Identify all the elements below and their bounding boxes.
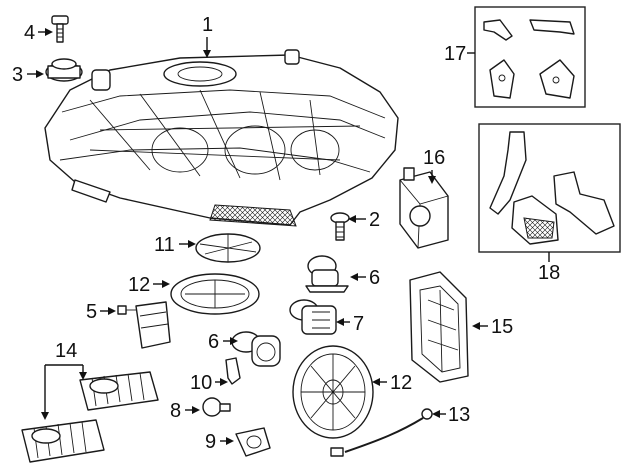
module-part-5 bbox=[117, 301, 171, 349]
arrowhead-4 bbox=[45, 28, 53, 36]
brackets-part-17 bbox=[483, 19, 575, 99]
arrowhead-7 bbox=[336, 318, 344, 326]
seal-part-10 bbox=[225, 357, 241, 385]
callout-12-upper: 12 bbox=[128, 274, 150, 296]
callout-12-lower: 12 bbox=[390, 372, 412, 394]
callout-4: 4 bbox=[24, 22, 35, 44]
arrowhead-5 bbox=[108, 307, 116, 315]
arrowhead-6-lower bbox=[230, 337, 238, 345]
callout-7: 7 bbox=[353, 313, 364, 335]
bolt-part-4 bbox=[51, 15, 69, 43]
arrowhead-6-upper bbox=[350, 273, 358, 281]
arrowhead-3 bbox=[36, 70, 44, 78]
arrowhead-8 bbox=[192, 406, 200, 414]
headlamp-assembly bbox=[44, 49, 399, 227]
callout-11: 11 bbox=[154, 234, 175, 256]
housing-part-15 bbox=[409, 271, 469, 383]
callout-16: 16 bbox=[423, 147, 445, 169]
arrowhead-12-lower bbox=[372, 378, 380, 386]
arrowhead-16 bbox=[428, 176, 436, 184]
arrowhead-12-upper bbox=[162, 280, 170, 288]
cover-part-12-upper bbox=[170, 273, 260, 315]
arrowhead-9 bbox=[226, 437, 234, 445]
callout-6-lower: 6 bbox=[208, 331, 219, 353]
arrowhead-15 bbox=[472, 322, 480, 330]
brackets-part-18 bbox=[489, 131, 615, 245]
control-module-part-16 bbox=[399, 167, 449, 249]
adjuster-part-3 bbox=[45, 58, 83, 82]
arrowhead-14-left bbox=[41, 412, 49, 420]
callout-10: 10 bbox=[190, 372, 212, 394]
callout-18: 18 bbox=[538, 262, 560, 284]
socket-part-7 bbox=[289, 299, 337, 335]
callout-1: 1 bbox=[202, 14, 213, 36]
arrowhead-13 bbox=[432, 410, 440, 418]
callout-17: 17 bbox=[444, 43, 466, 65]
callout-3: 3 bbox=[12, 64, 23, 86]
bulb-part-6-lower bbox=[231, 331, 281, 367]
callout-2: 2 bbox=[369, 209, 380, 231]
callout-15: 15 bbox=[491, 316, 513, 338]
callout-6-upper: 6 bbox=[369, 267, 380, 289]
bulb-part-8 bbox=[202, 397, 231, 417]
arrowhead-1 bbox=[203, 50, 211, 58]
bulb-part-6-upper bbox=[305, 255, 349, 293]
led-modules-part-14 bbox=[21, 371, 159, 463]
arrowhead-14-right bbox=[79, 372, 87, 380]
callout-8: 8 bbox=[170, 400, 181, 422]
arrowhead-2 bbox=[348, 215, 356, 223]
callout-5: 5 bbox=[86, 301, 97, 323]
cap-part-11 bbox=[195, 233, 261, 263]
screw-part-2 bbox=[330, 212, 350, 241]
cover-part-12-lower bbox=[292, 345, 374, 439]
callout-13: 13 bbox=[448, 404, 470, 426]
arrowhead-10 bbox=[220, 378, 228, 386]
arrowhead-11 bbox=[188, 240, 196, 248]
socket-part-9 bbox=[235, 427, 271, 457]
callout-14: 14 bbox=[55, 340, 77, 362]
callout-9: 9 bbox=[205, 431, 216, 453]
